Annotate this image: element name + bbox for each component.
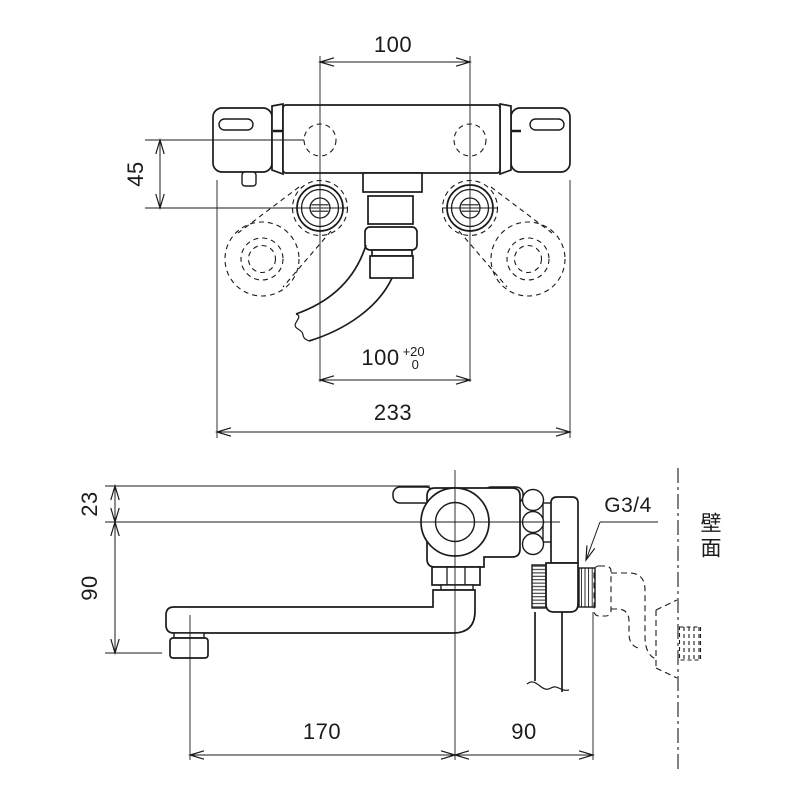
front-faucet-body — [212, 102, 571, 342]
side-union-ball-3 — [521, 532, 545, 556]
side-spout — [165, 589, 476, 634]
front-right-handle — [510, 107, 571, 173]
front-stop-button — [241, 171, 257, 187]
dim-total-width-label: 233 — [373, 400, 413, 425]
front-left-collar — [271, 102, 284, 176]
front-main-body — [282, 104, 501, 174]
dim-spout-reach-label: 170 — [302, 719, 342, 744]
front-spout-stack — [362, 172, 423, 279]
side-eccentric-ghost — [593, 565, 702, 679]
side-spout-nut — [431, 566, 481, 586]
front-view — [145, 56, 573, 438]
side-extension-lines — [105, 470, 594, 760]
dim-leg-spacing-value: 100 — [361, 345, 400, 370]
thread-size-label: G3/4 — [604, 494, 652, 517]
side-g34-thread — [578, 567, 596, 608]
side-escutcheon-ghost — [655, 599, 678, 679]
front-extension-lines — [145, 56, 571, 438]
front-left-handle-slot — [218, 118, 254, 131]
side-check-valve-lower — [545, 562, 579, 613]
side-faucet-body — [165, 486, 596, 692]
side-check-valve-upper — [550, 496, 579, 564]
front-right-collar — [499, 102, 512, 176]
dim-drop-label: 90 — [77, 575, 102, 601]
front-right-handle-slot — [529, 118, 565, 131]
dim-handle-offset-label: 45 — [123, 161, 148, 187]
front-dimension-lines — [155, 57, 573, 437]
side-knurled-nut — [531, 564, 547, 609]
dim-valve-to-wall-label: 90 — [511, 719, 537, 744]
side-dimension-lines — [110, 483, 658, 760]
g34-leader-arrow — [585, 521, 601, 562]
side-wall-thread-ghost — [678, 626, 702, 661]
side-supply-pipe — [534, 612, 563, 692]
front-spout-break-line — [294, 313, 310, 342]
dim-leg-spacing-label: 100 +20 0 — [361, 345, 424, 371]
side-view — [105, 468, 702, 770]
dim-top-offset-label: 23 — [77, 491, 102, 517]
side-pipe-break-line — [526, 681, 570, 691]
side-union-ball-1 — [521, 488, 545, 512]
front-right-eccentric-ghost — [458, 186, 566, 297]
wall-surface-label: 壁面 — [698, 512, 721, 562]
dim-inlet-spacing-label: 100 — [373, 32, 413, 57]
dim-leg-spacing-tolerance: +20 0 — [403, 345, 425, 371]
front-left-eccentric-ghost — [224, 186, 332, 297]
tolerance-plus: +20 — [402, 344, 425, 359]
tolerance-minus: 0 — [411, 357, 419, 372]
side-aerator — [169, 637, 209, 659]
